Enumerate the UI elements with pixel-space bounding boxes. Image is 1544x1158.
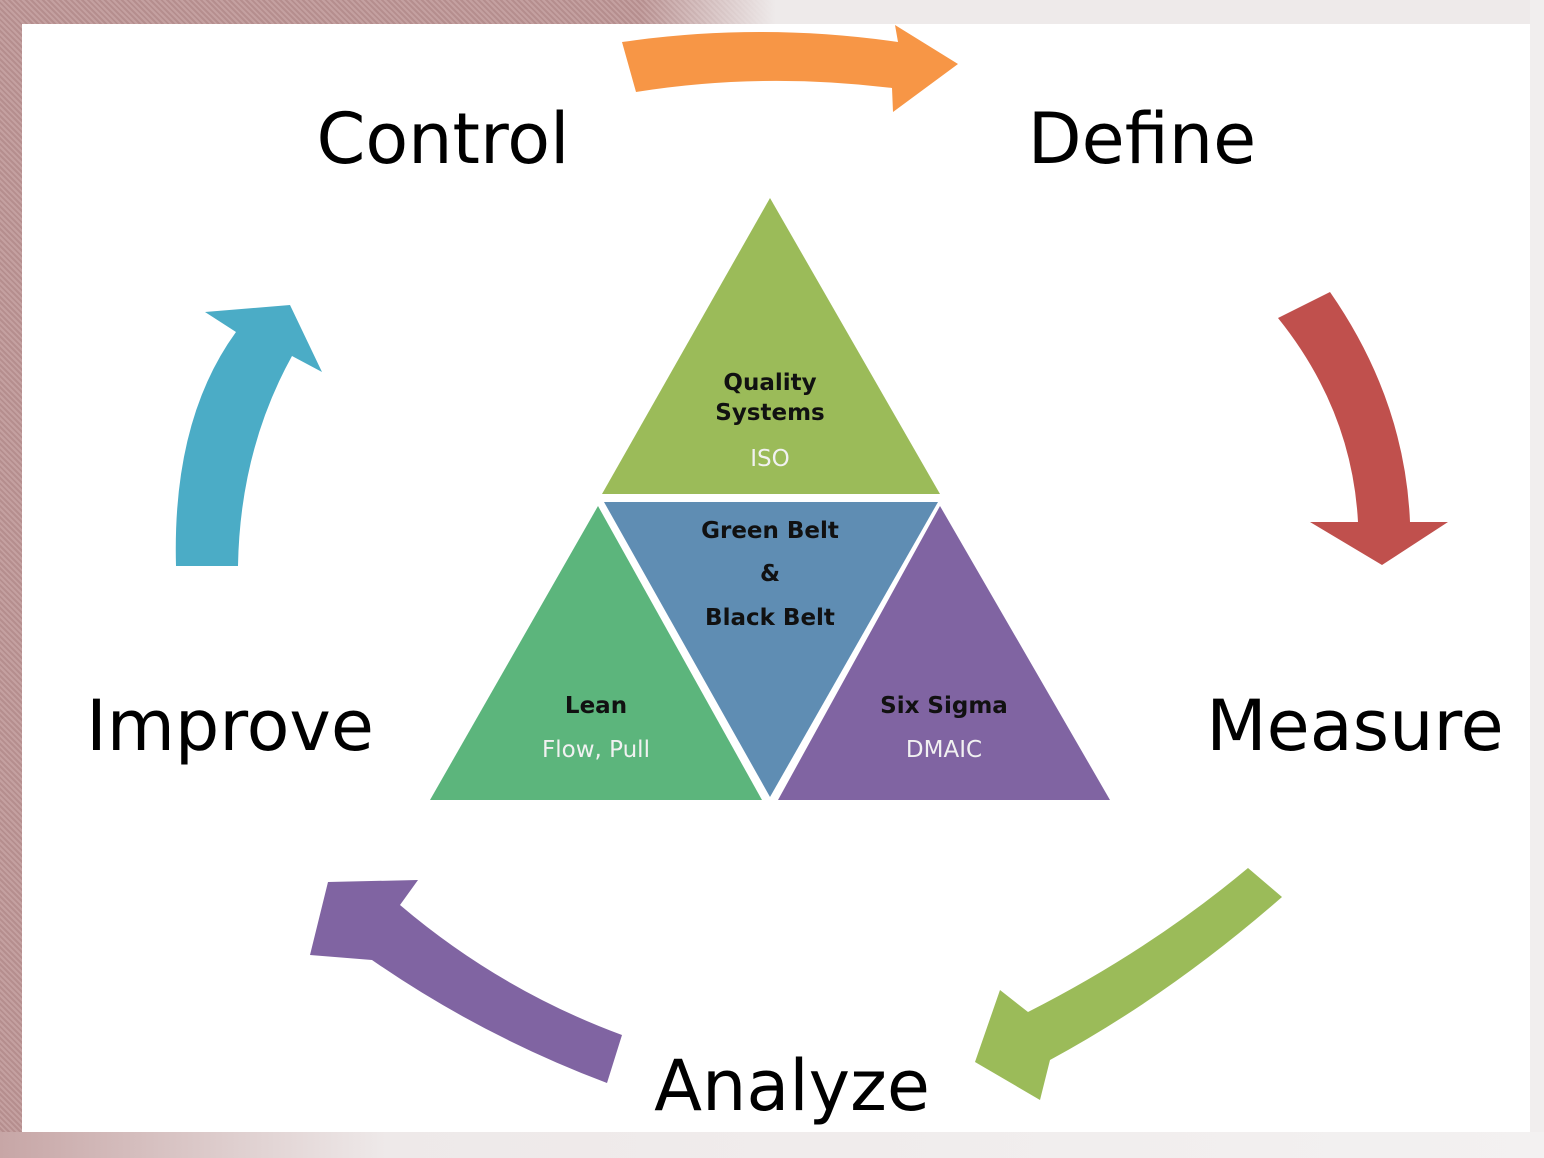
arrow-control-to-define: [622, 25, 958, 112]
background-edge: [1530, 0, 1544, 1158]
iso-label: ISO: [750, 446, 790, 472]
triangle-quality-systems: [602, 198, 940, 494]
green-belt-label: Green Belt: [701, 518, 839, 544]
triangle-lean: [430, 506, 762, 800]
triangle-belts: [604, 502, 938, 797]
stage-analyze: Analyze: [654, 1045, 930, 1127]
flow-pull-label: Flow, Pull: [542, 737, 650, 763]
background-edge-bottom: [0, 1132, 1544, 1158]
stage-define: Define: [1028, 98, 1257, 180]
stage-measure: Measure: [1206, 685, 1504, 767]
stage-improve: Improve: [86, 685, 374, 767]
lean-label: Lean: [565, 693, 627, 719]
ampersand-label: &: [760, 561, 780, 587]
background-fade: [640, 0, 1544, 24]
quality-label: Quality: [723, 370, 816, 396]
systems-label: Systems: [715, 400, 825, 426]
black-belt-label: Black Belt: [705, 605, 835, 631]
arrow-measure-to-analyze: [975, 868, 1282, 1100]
triangle-six-sigma: [778, 506, 1110, 800]
stage-control: Control: [316, 98, 569, 180]
dmaic-label: DMAIC: [906, 737, 982, 763]
six-sigma-label: Six Sigma: [880, 693, 1008, 719]
arrow-analyze-to-improve: [310, 880, 622, 1083]
arrow-define-to-measure: [1278, 292, 1448, 565]
arrow-improve-to-control: [175, 305, 322, 566]
